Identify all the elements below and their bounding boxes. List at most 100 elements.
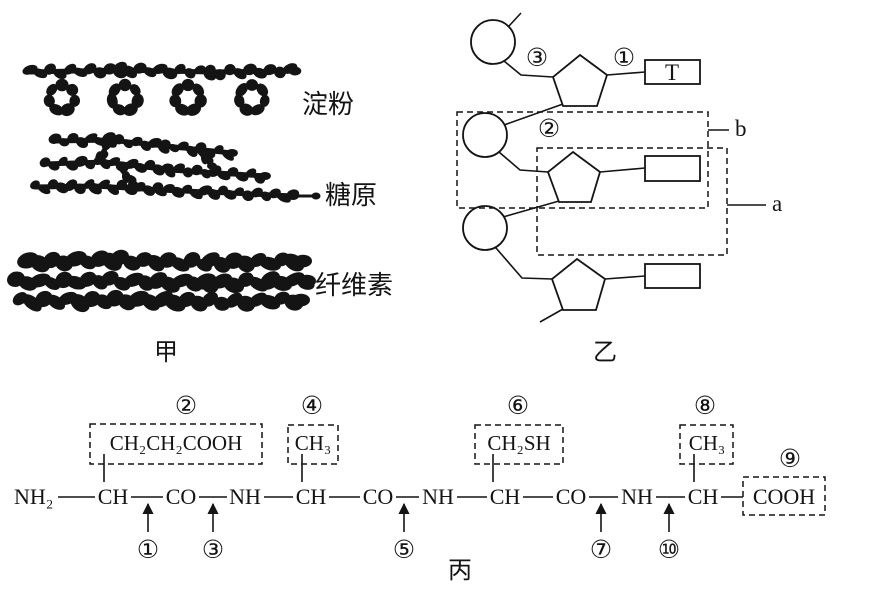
glycogen-unit — [58, 138, 70, 147]
cellulose-unit — [292, 293, 310, 307]
glycogen-unit — [84, 160, 96, 170]
pentose-pentagon-2 — [546, 150, 602, 203]
side-chain-box-1 — [89, 423, 263, 465]
side-chain-marker-1: ② — [175, 391, 197, 420]
glycogen-unit — [74, 183, 86, 195]
bond-marker-1: ① — [137, 535, 159, 564]
chain-end-line-bottom — [539, 308, 564, 323]
base-rect-3 — [644, 263, 701, 289]
starch-coil-unit — [235, 82, 249, 97]
starch-unit — [93, 67, 107, 79]
pentose-pentagon-1 — [551, 53, 609, 107]
glycogen-branch-unit — [94, 156, 104, 164]
glycogen-unit — [311, 192, 321, 200]
panel-bing: NH₂ CH CO NH CH CO NH CH CO NH CH COOH ⑨… — [14, 391, 826, 584]
starch-coil-unit — [60, 103, 75, 117]
starch-unit — [214, 69, 226, 81]
cellulose-unit — [294, 254, 312, 268]
starch-coil-unit — [234, 94, 245, 108]
panel-jia: 淀粉 糖原 纤维素 甲 — [7, 61, 393, 366]
starch-coil-unit — [123, 103, 138, 116]
cellulose-unit — [83, 291, 101, 307]
cellulose-unit — [79, 271, 97, 287]
glycogen-unit — [171, 186, 185, 198]
side-chain-box-4 — [679, 424, 734, 465]
starch-coil-unit — [181, 78, 195, 92]
cellulose-unit — [298, 274, 316, 288]
starch-coil-unit — [49, 103, 64, 116]
box-a-label: a — [772, 191, 782, 216]
starch-unit — [53, 69, 67, 80]
sugar-base-link-1 — [606, 71, 646, 76]
glycogen-unit — [74, 155, 88, 167]
glycogen-unit — [168, 144, 180, 153]
starch-coil-unit — [169, 94, 182, 108]
cellulose-unit — [22, 294, 42, 312]
starch-coil-unit — [106, 93, 118, 109]
starch-unit — [288, 66, 302, 76]
phosphate-circle-1 — [470, 19, 516, 65]
glycogen-unit — [64, 179, 78, 191]
glycogen-unit — [142, 185, 156, 196]
starch-coil-unit — [250, 104, 265, 116]
phosphate-sugar-link-2 — [498, 151, 549, 173]
starch-illustration — [22, 61, 302, 117]
phosphate-sugar-link-3 — [495, 247, 553, 280]
bond-marker-2: ③ — [202, 535, 224, 564]
starch-coil-unit — [129, 84, 141, 96]
cellulose-unit — [183, 252, 201, 268]
glycogen-unit — [260, 191, 272, 202]
side-chain-4: CH₃ — [689, 431, 726, 455]
sugar-base-link-3 — [604, 275, 646, 280]
starch-label: 淀粉 — [302, 90, 354, 120]
starch-unit — [72, 67, 88, 78]
starch-unit — [253, 67, 267, 79]
glycogen-branch-unit — [101, 140, 111, 151]
starch-coil-unit — [66, 83, 79, 96]
side-chain-marker-2: ④ — [301, 391, 323, 420]
starch-unit — [32, 68, 48, 79]
bond-marker-3: ⑤ — [393, 535, 415, 564]
starch-unit — [83, 63, 97, 75]
starch-coil-unit — [55, 78, 69, 92]
side-chain-marker-4: ⑧ — [694, 391, 716, 420]
glycogen-unit — [251, 187, 263, 198]
glycogen-unit — [186, 145, 198, 158]
panel-yi-caption: 乙 — [593, 338, 617, 366]
marker-one: ① — [613, 43, 635, 72]
bond-marker-4: ⑦ — [590, 535, 612, 564]
side-chain-2: CH₃ — [295, 431, 332, 455]
carbonyl-3: CO — [556, 484, 587, 509]
amino-terminus: NH₂ — [14, 484, 53, 509]
side-chain-1: CH₂CH₂COOH — [110, 431, 243, 455]
glycogen-unit — [207, 188, 221, 200]
glycogen-unit — [177, 141, 189, 151]
glycogen-unit — [113, 134, 125, 145]
glycogen-unit — [245, 168, 257, 178]
starch-coil-unit — [259, 94, 270, 108]
glycogen-unit — [39, 157, 51, 168]
panel-jia-caption: 甲 — [154, 338, 178, 366]
glycogen-unit — [48, 161, 60, 171]
glycogen-unit — [130, 136, 143, 147]
glycogen-unit — [159, 139, 171, 150]
glycogen-unit — [144, 159, 156, 170]
carbonyl-1: CO — [166, 484, 197, 509]
sugar-base-link-2 — [599, 167, 646, 173]
starch-coil-unit — [69, 94, 81, 107]
glycogen-unit — [182, 167, 194, 178]
starch-coil-unit — [171, 83, 184, 97]
glycogen-unit — [217, 171, 231, 181]
glycogen-branch-unit — [115, 163, 129, 172]
bond-marker-5: ⑩ — [658, 535, 680, 564]
sugar-phosphate-link-1 — [503, 103, 564, 126]
side-chain-box-2 — [287, 424, 339, 465]
glycogen-unit — [223, 189, 237, 200]
cellulose-label: 纤维素 — [315, 271, 393, 301]
glycogen-unit — [134, 162, 147, 173]
dashed-box-b — [456, 111, 709, 209]
starch-coil-unit — [108, 83, 121, 97]
sugar-phosphate-link-2 — [502, 200, 560, 218]
alpha-carbon-3: CH — [490, 484, 521, 509]
